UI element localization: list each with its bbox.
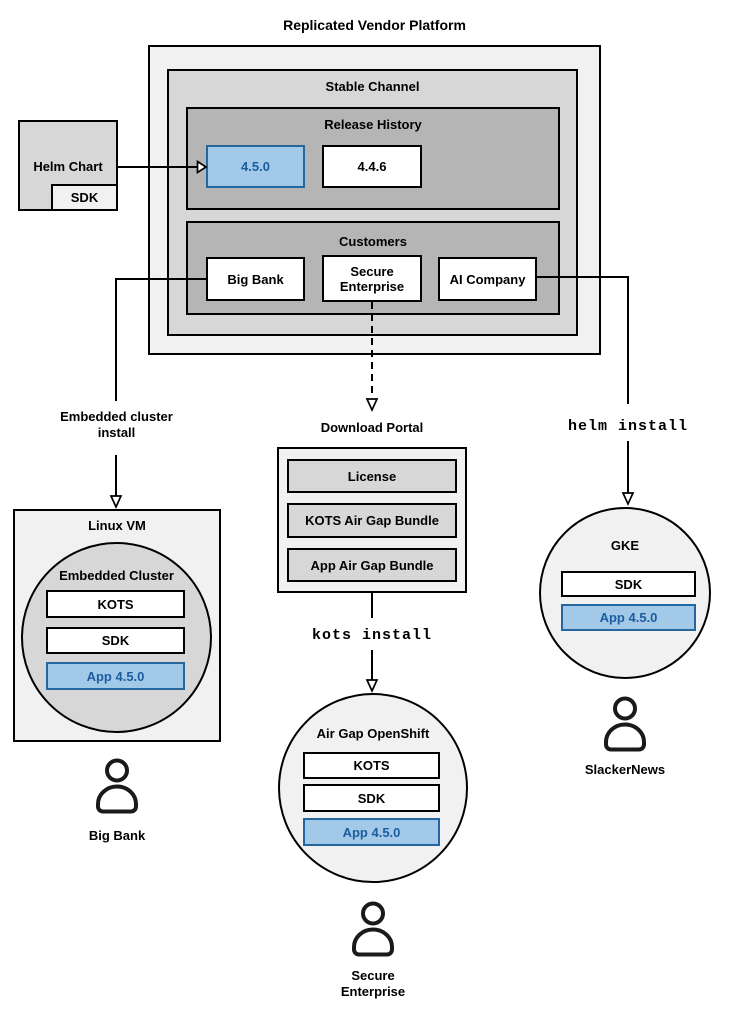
airgap-sdk-box: SDK: [303, 784, 440, 812]
embedded-sdk-box: SDK: [46, 627, 185, 654]
download-portal-label: Download Portal: [320, 420, 424, 435]
portal-app-bundle-box: App Air Gap Bundle: [287, 548, 457, 582]
portal-license-box: License: [287, 459, 457, 493]
slackernews-user-label: SlackerNews: [584, 762, 666, 777]
diagram-title: Replicated Vendor Platform: [283, 17, 466, 33]
embedded-app-box: App 4.5.0: [46, 662, 185, 690]
big-bank-user-icon: [96, 758, 138, 814]
helm-chart-sdk-box: SDK: [51, 184, 118, 211]
gke-sdk-box: SDK: [561, 571, 696, 597]
release-version-446: 4.4.6: [322, 145, 422, 188]
helm-chart-label: Helm Chart: [33, 159, 103, 174]
airgap-kots-box: KOTS: [303, 752, 440, 779]
stable-channel-label: Stable Channel: [325, 79, 420, 94]
secure-enterprise-user-label: Secure Enterprise: [340, 968, 406, 999]
airgap-openshift-label: Air Gap OpenShift: [316, 726, 430, 741]
helm-install-label: helm install: [567, 418, 689, 435]
release-history-label: Release History: [324, 117, 422, 132]
customer-ai-company: AI Company: [438, 257, 537, 301]
customer-big-bank: Big Bank: [206, 257, 305, 301]
gke-app-box: App 4.5.0: [561, 604, 696, 631]
big-bank-user-label: Big Bank: [88, 828, 146, 843]
release-version-450: 4.5.0: [206, 145, 305, 188]
embedded-kots-box: KOTS: [46, 590, 185, 618]
portal-kots-bundle-box: KOTS Air Gap Bundle: [287, 503, 457, 538]
embedded-cluster-label: Embedded Cluster: [59, 568, 174, 583]
kots-install-label: kots install: [311, 627, 433, 644]
gke-label: GKE: [610, 538, 640, 553]
slackernews-user-icon: [604, 696, 646, 752]
customers-label: Customers: [339, 234, 407, 249]
linux-vm-label: Linux VM: [88, 518, 146, 533]
embedded-cluster-install-label: Embedded cluster install: [60, 409, 173, 440]
airgap-app-box: App 4.5.0: [303, 818, 440, 846]
secure-enterprise-user-icon: [352, 901, 394, 957]
customer-secure-enterprise: Secure Enterprise: [322, 255, 422, 302]
